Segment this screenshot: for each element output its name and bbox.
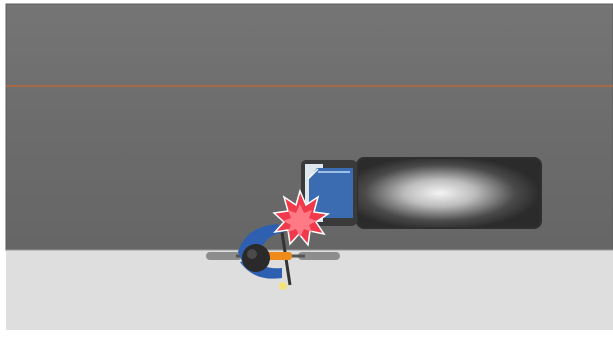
cyclist-helmet-shine <box>247 249 257 259</box>
sidewalk <box>6 250 613 330</box>
cyclist-helmet <box>242 244 270 272</box>
truck-trailer-highlight <box>358 159 540 227</box>
bicycle-light <box>279 282 287 290</box>
truck-cab-body <box>309 168 353 218</box>
